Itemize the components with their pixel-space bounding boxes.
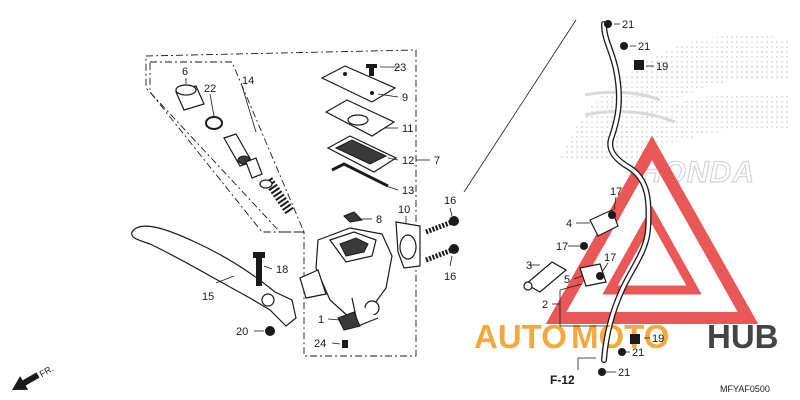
callout-8: 8 [376, 214, 382, 226]
callout-18: 18 [276, 264, 288, 276]
callout-1: 1 [318, 314, 324, 326]
callout-11: 11 [402, 123, 413, 135]
reference-f12: F-12 [550, 373, 575, 387]
hose-joint-5 [579, 263, 607, 287]
automotohub-watermark: AUTO MOTO HUB [474, 135, 779, 355]
diaphragm-plate [324, 99, 396, 137]
oil-bolt-19-top [634, 60, 644, 70]
callout-24: 24 [314, 338, 326, 350]
watermark-brand-hub: HUB [707, 318, 779, 355]
callout-22: 22 [204, 83, 216, 95]
callout-12: 12 [402, 155, 414, 167]
brake-hose [601, 21, 652, 363]
callout-23: 23 [394, 62, 406, 74]
washer-21-b [620, 42, 628, 50]
snap-ring [205, 116, 223, 130]
cap-screw-23 [366, 64, 377, 76]
master-cylinder-frame [145, 49, 417, 357]
callout-17-b: 17 [556, 241, 568, 253]
callout-16-lower: 16 [444, 271, 456, 283]
leader-lines [185, 19, 654, 373]
watermark-brand-auto: AUTO [474, 318, 567, 355]
callout-20: 20 [236, 326, 248, 338]
callout-21-d: 21 [618, 367, 630, 379]
oil-bolt-19-bottom [630, 334, 640, 344]
diaphragm [326, 135, 398, 173]
diagram-code: MFYAF0500 [720, 384, 770, 394]
callout-21-c: 21 [632, 347, 644, 359]
switch-screw-24 [342, 340, 348, 348]
callout-19-top: 19 [656, 61, 668, 73]
float-plate [331, 162, 389, 188]
honda-wing-logo: HONDA [560, 35, 790, 190]
callout-3: 3 [526, 260, 532, 272]
callout-10: 10 [398, 204, 410, 216]
callout-7: 7 [434, 155, 440, 167]
piston-spring [259, 177, 295, 215]
clip-8 [343, 211, 364, 223]
brake-lever [131, 225, 297, 327]
callout-15: 15 [202, 291, 214, 303]
washer-21-a [604, 20, 612, 28]
callout-14: 14 [242, 75, 254, 87]
callout-2: 2 [542, 299, 548, 311]
callout-13: 13 [402, 185, 414, 197]
bolt-17-b [580, 242, 588, 250]
holder-clamp [395, 221, 421, 269]
washer-21-d [598, 368, 606, 376]
callout-17-c: 17 [604, 252, 616, 264]
brake-switch [337, 311, 361, 331]
callout-16-upper: 16 [444, 195, 456, 207]
piston-kit-frame [149, 61, 305, 233]
front-arrow-label: FR. [38, 363, 56, 379]
callout-21-b: 21 [638, 41, 650, 53]
callout-17-a: 17 [610, 186, 622, 198]
holder-bolt-upper [425, 216, 459, 235]
piston-assembly [223, 133, 263, 179]
callout-4: 4 [566, 218, 572, 230]
callout-5: 5 [564, 274, 570, 286]
callout-21-a: 21 [622, 19, 634, 31]
callouts: 6 22 14 23 9 11 12 13 7 8 10 16 16 18 15… [182, 19, 668, 379]
callout-6: 6 [182, 66, 188, 78]
master-cylinder-body [299, 227, 393, 327]
front-direction-arrow: FR. [12, 363, 56, 390]
bolt-17-a [608, 211, 616, 219]
hose-bracket-3 [523, 261, 568, 293]
callout-9: 9 [402, 92, 408, 104]
callout-19-bottom: 19 [652, 333, 664, 345]
bolt-17-c [596, 272, 604, 280]
reservoir-cap [320, 65, 397, 103]
holder-bolt-lower [425, 244, 459, 263]
piston-boot [175, 84, 205, 111]
pivot-bolt-18 [253, 252, 265, 286]
pivot-nut-20 [265, 326, 275, 336]
